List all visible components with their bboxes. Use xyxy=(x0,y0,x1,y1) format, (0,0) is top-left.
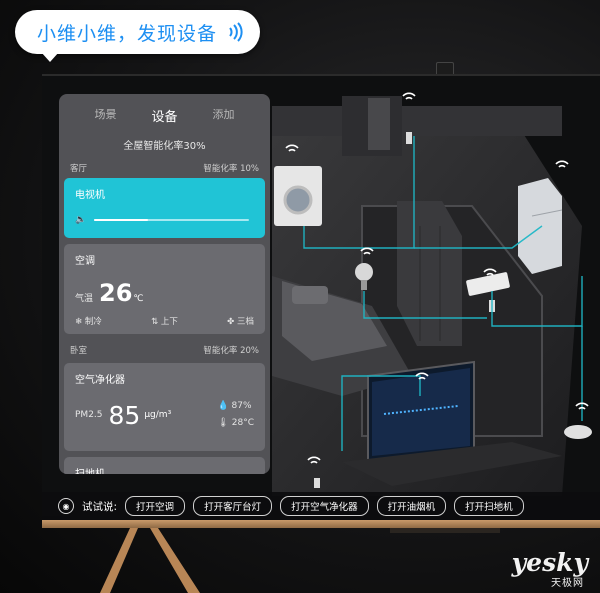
room-rate: 智能化率 20% xyxy=(203,346,259,356)
room-header-living: 客厅 智能化率 10% xyxy=(59,162,270,174)
tv-bottom-frame xyxy=(42,520,600,528)
room-header-bedroom: 卧室 智能化率 20% xyxy=(59,344,270,356)
mode-label: 制冷 xyxy=(84,317,102,327)
ac-modes: ❄ 制冷 ⇅ 上下 ✤ 三档 xyxy=(75,315,254,327)
suggestion-chip[interactable]: 打开扫地机 xyxy=(454,496,524,516)
device-panel: 场景 设备 添加 全屋智能化率30% 客厅 智能化率 10% 电视机 🔈 空调 … xyxy=(59,94,270,474)
device-card-ac[interactable]: 空调 气温 26 ℃ ❄ 制冷 ⇅ 上下 ✤ 三档 xyxy=(64,244,265,334)
suggestion-chip[interactable]: 打开客厅台灯 xyxy=(193,496,273,516)
voice-suggestion-bar: ◉ 试试说: 打开空调 打开客厅台灯 打开空气净化器 打开油烟机 打开扫地机 xyxy=(42,492,600,520)
sound-wave-icon xyxy=(229,22,243,42)
mode-cool[interactable]: ❄ 制冷 xyxy=(75,315,102,327)
tv-stand xyxy=(100,528,200,593)
pm-unit: μg/m³ xyxy=(144,410,172,420)
pm-label: PM2.5 xyxy=(75,410,103,420)
thermo-icon: 🌡 xyxy=(217,418,229,428)
voice-command-text: 小维小维，发现设备 xyxy=(37,22,218,45)
pm-readout: PM2.5 85 μg/m³ 💧 87% 🌡 28°C xyxy=(75,398,254,432)
smart-home-illustration xyxy=(272,92,592,496)
bubble-tail xyxy=(41,52,59,62)
microphone-icon[interactable]: ◉ xyxy=(58,498,74,514)
purifier-side-stats: 💧 87% 🌡 28°C xyxy=(217,398,254,432)
panel-tabs: 场景 设备 添加 xyxy=(59,94,270,125)
tab-add[interactable]: 添加 xyxy=(212,108,235,121)
mode-swing[interactable]: ⇅ 上下 xyxy=(151,315,178,327)
temp-value: 26 xyxy=(99,279,133,307)
temp-label: 气温 xyxy=(75,294,94,304)
device-name: 电视机 xyxy=(75,190,105,201)
device-name: 空气净化器 xyxy=(75,375,125,386)
tab-devices[interactable]: 设备 xyxy=(151,110,178,125)
humidity-reading: 💧 87% xyxy=(217,398,254,415)
volume-slider[interactable]: 🔈 xyxy=(75,215,254,225)
pm-value: 85 xyxy=(108,400,141,430)
room-name: 客厅 xyxy=(70,164,88,174)
temperature-reading: 🌡 28°C xyxy=(217,415,254,432)
device-card-tv[interactable]: 电视机 🔈 xyxy=(64,178,265,238)
device-name: 空调 xyxy=(75,256,95,267)
swing-icon: ⇅ xyxy=(151,317,161,327)
device-card-sweeper[interactable]: 扫地机 工作 xyxy=(64,457,265,474)
mode-fan[interactable]: ✤ 三档 xyxy=(227,315,254,327)
droplet-icon: 💧 xyxy=(217,401,229,411)
ac-temperature: 气温 26 ℃ xyxy=(75,279,254,307)
volume-track[interactable] xyxy=(94,219,249,221)
temp-unit: ℃ xyxy=(133,294,144,304)
tv-brand-plate xyxy=(390,528,500,533)
device-card-purifier[interactable]: 空气净化器 PM2.5 85 μg/m³ 💧 87% 🌡 28°C xyxy=(64,363,265,451)
device-name: 扫地机 xyxy=(75,465,254,474)
whole-house-rate: 全屋智能化率30% xyxy=(123,141,206,152)
humidity-value: 87% xyxy=(231,401,252,411)
snowflake-icon: ❄ xyxy=(75,317,85,327)
volume-fill xyxy=(94,219,149,221)
fan-label: 三档 xyxy=(236,317,254,327)
speaker-icon: 🔈 xyxy=(75,215,87,225)
watermark-subtitle: 天极网 xyxy=(551,578,584,589)
suggestion-label: 试试说: xyxy=(82,500,118,513)
suggestion-chip[interactable]: 打开空气净化器 xyxy=(280,496,369,516)
watermark-logo: yesky xyxy=(511,548,588,577)
tab-scenes[interactable]: 场景 xyxy=(94,108,117,121)
temperature-value: 28°C xyxy=(231,418,254,428)
suggestion-chip[interactable]: 打开油烟机 xyxy=(376,496,447,516)
fan-icon: ✤ xyxy=(227,317,237,327)
room-rate: 智能化率 10% xyxy=(203,164,259,174)
suggestion-chip[interactable]: 打开空调 xyxy=(125,496,186,516)
room-name: 卧室 xyxy=(70,346,88,356)
voice-command-bubble: 小维小维，发现设备 xyxy=(15,10,260,62)
swing-label: 上下 xyxy=(160,317,178,327)
